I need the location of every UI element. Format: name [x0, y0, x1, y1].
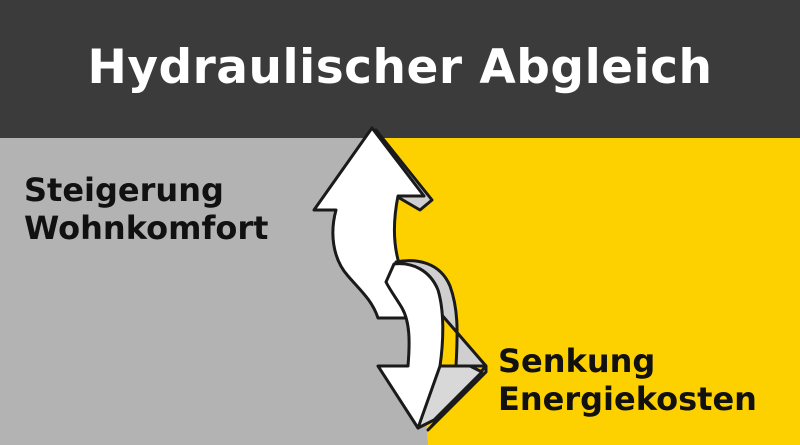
right-label-line1: Senkung	[498, 342, 656, 380]
left-label-line1: Steigerung	[24, 171, 224, 209]
left-label-line2: Wohnkomfort	[24, 209, 269, 247]
right-label-line2: Energiekosten	[498, 380, 757, 418]
right-panel-yellow	[372, 138, 800, 445]
page-title: Hydraulischer Abgleich	[87, 39, 713, 95]
down-arrow-icon	[376, 259, 488, 432]
header-bar: Hydraulischer Abgleich	[0, 0, 800, 138]
right-label: Senkung Energiekosten	[498, 342, 757, 418]
left-label: Steigerung Wohnkomfort	[24, 171, 268, 247]
